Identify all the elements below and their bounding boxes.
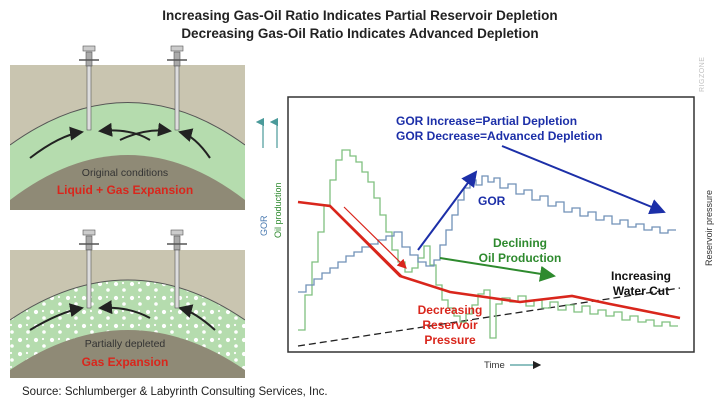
pressure-arrow [343, 206, 407, 269]
flow-arrow [29, 303, 84, 331]
pressure-arrow-shaft [334, 209, 403, 277]
title-line-1: Increasing Gas-Oil Ratio Indicates Parti… [162, 8, 558, 23]
flow-arrow [98, 300, 151, 319]
gor-increase-arrow [417, 170, 478, 251]
oil-decline-arrow [439, 257, 556, 282]
source-credit: Source: Schlumberger & Labyrinth Consult… [22, 386, 328, 398]
gor-decrease-arrow [501, 145, 666, 215]
caption-original-conditions: Original conditions [82, 167, 168, 179]
annotation-declining: Declining [493, 236, 547, 250]
reservoir-pressure-curve [297, 200, 681, 320]
oil-production-curve [298, 149, 678, 339]
flow-arrow [178, 128, 211, 159]
panel-original-conditions [10, 65, 245, 210]
annotation-increasing: Increasing [611, 269, 671, 283]
rigzone-watermark: RIGZONE [699, 57, 706, 92]
annotation-reservoir: Reservoir [422, 318, 478, 332]
annotation-decreasing: Decreasing [418, 303, 483, 317]
flow-arrow [29, 126, 84, 159]
y-axis-label-reservoir-pressure: Reservoir pressure [704, 190, 714, 266]
annotation-water-cut: Water Cut [613, 284, 669, 298]
annotation-gor-decrease: GOR Decrease=Advanced Depletion [396, 129, 602, 143]
chart-frame [287, 96, 695, 353]
rock-layer [10, 330, 245, 378]
flow-arrow [178, 304, 216, 331]
panel-partially-depleted [10, 250, 245, 378]
flow-arrow [119, 122, 172, 141]
flow-arrow [98, 122, 151, 141]
gor-curve [298, 175, 676, 293]
well-icon [167, 45, 187, 131]
y-axis-label-gor: GOR [259, 215, 269, 236]
annotation-gor-increase: GOR Increase=Partial Depletion [396, 114, 577, 128]
water-cut-line [297, 287, 681, 347]
y-axis-label-oil-production: Oil production [273, 182, 283, 238]
annotation-oil-production: Oil Production [479, 251, 562, 265]
well-icon [79, 229, 99, 309]
label-liquid-gas-expansion: Liquid + Gas Expansion [57, 183, 193, 197]
caption-partially-depleted: Partially depleted [85, 338, 166, 350]
rock-layer [10, 155, 245, 210]
well-icon [167, 229, 187, 309]
title-line-2: Decreasing Gas-Oil Ratio Indicates Advan… [181, 26, 539, 41]
well-icon [79, 45, 99, 131]
annotation-pressure: Pressure [424, 333, 476, 347]
label-gas-expansion: Gas Expansion [82, 355, 169, 369]
x-axis-label-time: Time [484, 360, 505, 371]
annotation-gor-curve: GOR [478, 194, 506, 208]
